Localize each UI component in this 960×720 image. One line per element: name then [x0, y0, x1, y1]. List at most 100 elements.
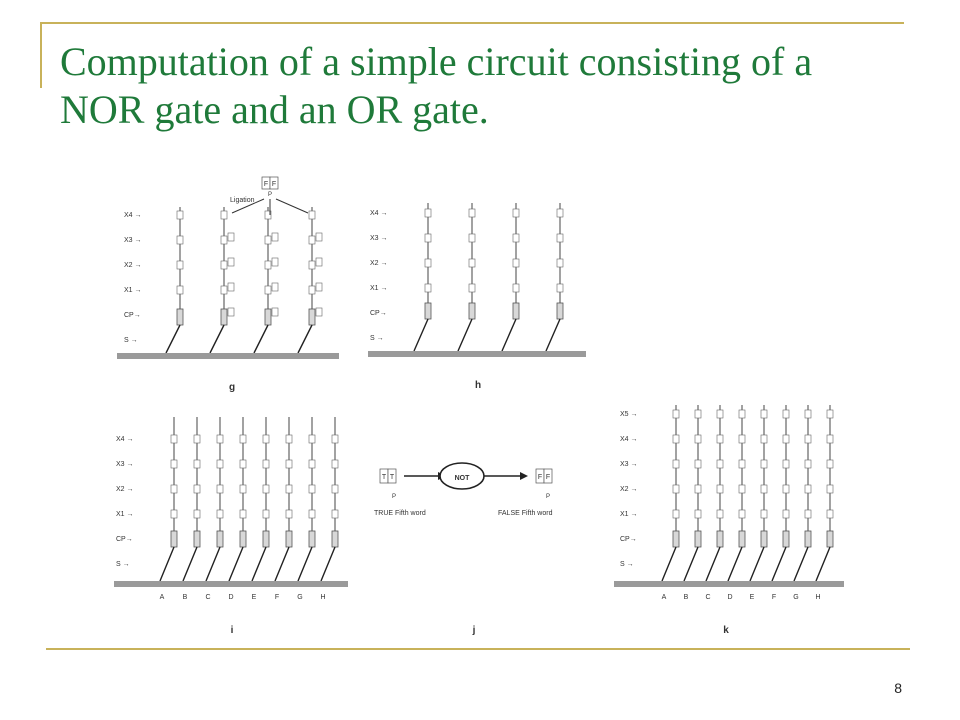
panel-i-label: i	[231, 625, 234, 636]
left-rule	[40, 22, 42, 88]
panel-k-4-linker	[749, 546, 765, 582]
panel-i-row-label: X3 →	[116, 461, 134, 468]
panel-i-6-linker	[297, 546, 313, 582]
panel-i-4-linker	[251, 546, 267, 582]
panel-h-cell	[468, 208, 476, 218]
panel-k-cell	[672, 434, 680, 444]
panel-h-row-label: X3 →	[370, 235, 388, 242]
panel-h-cell	[556, 283, 564, 293]
panel-i-cell	[262, 459, 270, 469]
panel-h-cell	[512, 283, 520, 293]
panel-k-cell	[716, 509, 724, 519]
panel-i-cell	[170, 434, 178, 444]
panel-k-strand-label: E	[750, 594, 755, 601]
panel-g-cell	[315, 232, 323, 242]
panel-j-input-caption: TRUE Fifth word	[374, 510, 426, 517]
panel-k-cell	[738, 484, 746, 494]
panel-g-cell	[176, 285, 184, 295]
panel-i-6-capture-probe	[308, 530, 316, 548]
panel-k-cell	[716, 434, 724, 444]
panel-k-5-capture-probe	[782, 530, 790, 548]
panel-g-cell	[264, 210, 272, 220]
panel-j-output-caption: FALSE Fifth word	[498, 510, 553, 517]
panel-k-4-capture-probe	[760, 530, 768, 548]
panel-j-input-box	[387, 468, 397, 484]
panel-i-cell	[331, 434, 339, 444]
panel-k-cell	[760, 484, 768, 494]
panel-i-cell	[170, 484, 178, 494]
panel-j-input-letter: T	[382, 474, 387, 481]
panel-i-cell	[285, 484, 293, 494]
panel-i-cell	[331, 459, 339, 469]
panel-k-strand-label: H	[815, 594, 820, 601]
panel-k-cell	[782, 459, 790, 469]
panel-k-cell	[782, 409, 790, 419]
panel-i-4-capture-probe	[262, 530, 270, 548]
panel-g-cell	[308, 260, 316, 270]
panel-i-3-linker	[228, 546, 244, 582]
panel-h-cell	[512, 258, 520, 268]
panel-g-cell	[220, 235, 228, 245]
panel-i-row-label: CP→	[116, 536, 133, 543]
panel-i-cell	[216, 509, 224, 519]
bottom-rule	[46, 648, 910, 650]
panel-i-strand-label: C	[205, 594, 210, 601]
panel-k-label: k	[723, 625, 729, 636]
panel-k-strand-label: D	[727, 594, 732, 601]
panel-k-5-linker	[771, 546, 787, 582]
panel-g-arrow	[231, 198, 265, 214]
panel-i-strand-label: B	[183, 594, 188, 601]
panel-k-cell	[782, 509, 790, 519]
panel-g-annotation: Ligation	[230, 197, 255, 204]
panel-i-1-capture-probe	[193, 530, 201, 548]
panel-i-cell	[285, 509, 293, 519]
panel-k-cell	[826, 484, 834, 494]
panel-i-row-label: X1 →	[116, 511, 134, 518]
panel-g-1-capture-probe	[220, 308, 228, 326]
panel-h-cell	[424, 258, 432, 268]
panel-g-row-label: X3 →	[124, 237, 142, 244]
panel-g-cell	[308, 285, 316, 295]
panel-k-cell	[738, 509, 746, 519]
panel-h-1-linker	[457, 318, 473, 352]
panel-g-row-label: S →	[124, 337, 138, 344]
panel-i-cell	[285, 459, 293, 469]
panel-k-6-linker	[793, 546, 809, 582]
panel-k-row-label: X5 →	[620, 411, 638, 418]
panel-j-output-letter: F	[538, 474, 542, 481]
panel-g-top-word-box	[269, 176, 279, 190]
panel-k-cell	[672, 409, 680, 419]
panel-h-0-linker	[413, 318, 429, 352]
panel-i-strand-label: A	[160, 594, 165, 601]
panel-k-cell	[826, 409, 834, 419]
panel-j-input-letter: T	[390, 474, 395, 481]
panel-k-row-label: CP→	[620, 536, 637, 543]
panel-h-cell	[424, 283, 432, 293]
panel-i-cell	[308, 459, 316, 469]
panel-k-strand-label: B	[684, 594, 689, 601]
panel-k-cell	[826, 434, 834, 444]
panel-k-3-capture-probe	[738, 530, 746, 548]
panel-g-2-linker	[253, 324, 269, 354]
panel-g-cell	[227, 282, 235, 292]
panel-h-row-label: X2 →	[370, 260, 388, 267]
panel-k-cell	[782, 484, 790, 494]
panel-k-cell	[760, 509, 768, 519]
panel-g-cell	[308, 235, 316, 245]
panel-g-cell	[220, 285, 228, 295]
panel-k-cell	[672, 459, 680, 469]
panel-k-cell	[716, 409, 724, 419]
panel-j-arrowhead-out	[520, 472, 528, 480]
panel-i-3-capture-probe	[239, 530, 247, 548]
panel-i-5-capture-probe	[285, 530, 293, 548]
panel-i-2-capture-probe	[216, 530, 224, 548]
panel-g-cell	[176, 260, 184, 270]
panel-k-cell	[804, 434, 812, 444]
panel-i-cell	[193, 459, 201, 469]
panel-k-0-linker	[661, 546, 677, 582]
panel-h-3-capture-probe	[556, 302, 564, 320]
panel-j-output-box	[543, 468, 553, 484]
panel-g-0-capture-probe	[176, 308, 184, 326]
panel-i-5-linker	[274, 546, 290, 582]
